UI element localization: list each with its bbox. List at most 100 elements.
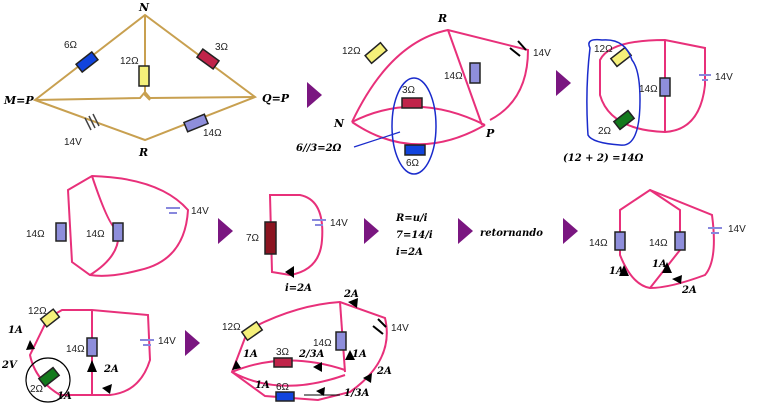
wire-6ohm-branch bbox=[231, 371, 346, 387]
ohm-line-2: 7=14/i bbox=[396, 230, 433, 241]
panel-final-currents: 12Ω 14Ω 3Ω 6Ω 14V 2A 1A 2/3A 1A 2A 1A 1/… bbox=[222, 289, 409, 402]
arrow-current-right bbox=[363, 373, 372, 383]
label-14v: 14V bbox=[533, 48, 551, 59]
resistor-12ohm bbox=[138, 65, 150, 87]
battery-14v bbox=[84, 113, 100, 131]
resistor-3ohm bbox=[273, 357, 293, 368]
label-3ohm: 3Ω bbox=[402, 85, 416, 96]
middle-wire-horizontal bbox=[34, 90, 256, 101]
arrow-current-top bbox=[348, 298, 358, 308]
arrow-4 bbox=[364, 218, 379, 244]
current-1a-bottom: 1A bbox=[255, 380, 270, 391]
arrow-current-bottom bbox=[672, 275, 682, 284]
outer-wire bbox=[66, 174, 190, 277]
resistor-3ohm bbox=[195, 48, 221, 70]
resistor-2ohm bbox=[37, 366, 61, 388]
ohm-line-1: R=u/i bbox=[395, 213, 428, 224]
label-3ohm: 3Ω bbox=[215, 42, 229, 53]
equation-series: (12 + 2) =14Ω bbox=[563, 153, 643, 164]
battery-14v bbox=[509, 40, 527, 57]
label-6ohm: 6Ω bbox=[64, 40, 78, 51]
label-14ohm: 14Ω bbox=[203, 128, 222, 139]
arrow-current-6ohm bbox=[316, 387, 325, 396]
highlight-circle bbox=[25, 357, 71, 403]
resistor-14ohm bbox=[86, 337, 98, 357]
resistor-14ohm bbox=[659, 77, 671, 97]
current-1a-right: 1A bbox=[652, 259, 667, 270]
wire-6ohm-branch bbox=[351, 121, 486, 146]
panel-two-14ohm-parallel: 14Ω 14Ω 14V bbox=[26, 174, 209, 277]
current-1a-right: 1A bbox=[352, 349, 367, 360]
current-1a-bottom: 1A bbox=[57, 391, 72, 402]
label-14ohm-right: 14Ω bbox=[649, 238, 668, 249]
arrow-current-left bbox=[26, 340, 35, 350]
resistor-6ohm bbox=[404, 144, 426, 156]
wire-3ohm-branch bbox=[351, 105, 486, 126]
label-6ohm: 6Ω bbox=[406, 158, 420, 169]
battery-14v bbox=[708, 227, 722, 234]
resistor-12ohm bbox=[240, 320, 264, 342]
outer-wire bbox=[230, 300, 388, 402]
node-q-eq-label: Q=P bbox=[262, 92, 290, 105]
panel-series-reduction: 12Ω 14Ω 2Ω 14V (12 + 2) =14Ω bbox=[563, 38, 733, 164]
resistor-2ohm bbox=[612, 109, 636, 131]
outer-wire bbox=[599, 38, 706, 134]
current-2a-right: 2A bbox=[376, 366, 392, 377]
wire-r-p bbox=[447, 29, 483, 126]
outer-wire bbox=[351, 28, 530, 123]
outer-wire bbox=[28, 309, 152, 396]
resistor-12ohm bbox=[39, 308, 61, 328]
label-3ohm: 3Ω bbox=[276, 347, 290, 358]
label-14v: 14V bbox=[391, 323, 409, 334]
label-14v: 14V bbox=[728, 224, 746, 235]
wire-loop bbox=[268, 194, 324, 277]
panel-redrawn-circuit: 12Ω 14Ω 3Ω 6Ω 14V R N P 6//3=2Ω bbox=[296, 12, 551, 175]
arrow-7 bbox=[185, 330, 200, 356]
node-m-eq-label: M=P bbox=[3, 94, 34, 107]
panel-return-currents: 14Ω 14Ω 14V 1A 1A 2A bbox=[589, 188, 746, 296]
current-2-3a: 2/3A bbox=[298, 349, 325, 360]
label-12ohm: 12Ω bbox=[28, 306, 47, 317]
current-1a-left: 1A bbox=[609, 266, 624, 277]
label-14ohm: 14Ω bbox=[444, 71, 463, 82]
label-14v: 14V bbox=[191, 206, 209, 217]
panel-original-circuit: 6Ω 12Ω 3Ω 14Ω 14V N R M=P Q=P bbox=[3, 1, 290, 159]
resistor-3ohm bbox=[401, 97, 423, 109]
arrow-current-bottom bbox=[102, 384, 112, 394]
current-2a: 2A bbox=[681, 285, 697, 296]
arrow-1 bbox=[307, 82, 322, 108]
label-12ohm: 12Ω bbox=[594, 44, 613, 55]
current-label: i=2A bbox=[285, 283, 312, 294]
battery-14v bbox=[140, 339, 154, 346]
label-12ohm: 12Ω bbox=[222, 322, 241, 333]
arrow-current-left bbox=[232, 360, 241, 370]
node-n-label: N bbox=[138, 1, 150, 14]
arrow-current-3ohm bbox=[313, 362, 322, 372]
label-12ohm: 12Ω bbox=[342, 46, 361, 57]
resistor-6ohm bbox=[275, 391, 295, 402]
panel-currents-2ohm: 12Ω 14Ω 2Ω 14V 1A 2V 1A 2A bbox=[1, 306, 176, 403]
resistor-14ohm bbox=[335, 331, 347, 351]
ohm-line-3: i=2A bbox=[396, 247, 423, 258]
resistor-6ohm bbox=[74, 50, 100, 74]
current-2a-top: 2A bbox=[343, 289, 359, 300]
battery-14v bbox=[312, 219, 326, 226]
label-2ohm: 2Ω bbox=[598, 126, 612, 137]
arrow-3 bbox=[218, 218, 233, 244]
label-14ohm: 14Ω bbox=[639, 84, 658, 95]
arrow-current-middle bbox=[662, 262, 672, 273]
current-arrow bbox=[285, 266, 294, 278]
label-7ohm: 7Ω bbox=[246, 233, 260, 244]
resistor-14ohm-right bbox=[112, 222, 124, 242]
arrow-2 bbox=[556, 70, 571, 96]
resistor-7ohm bbox=[264, 221, 277, 255]
arrow-current-left bbox=[619, 265, 629, 276]
current-2a: 2A bbox=[103, 364, 119, 375]
arrow-5 bbox=[458, 218, 473, 244]
label-6ohm: 6Ω bbox=[276, 382, 290, 393]
label-14ohm-right: 14Ω bbox=[86, 229, 105, 240]
resistor-12ohm bbox=[364, 41, 388, 65]
label-14ohm: 14Ω bbox=[313, 338, 332, 349]
resistor-14ohm-left bbox=[55, 222, 67, 242]
